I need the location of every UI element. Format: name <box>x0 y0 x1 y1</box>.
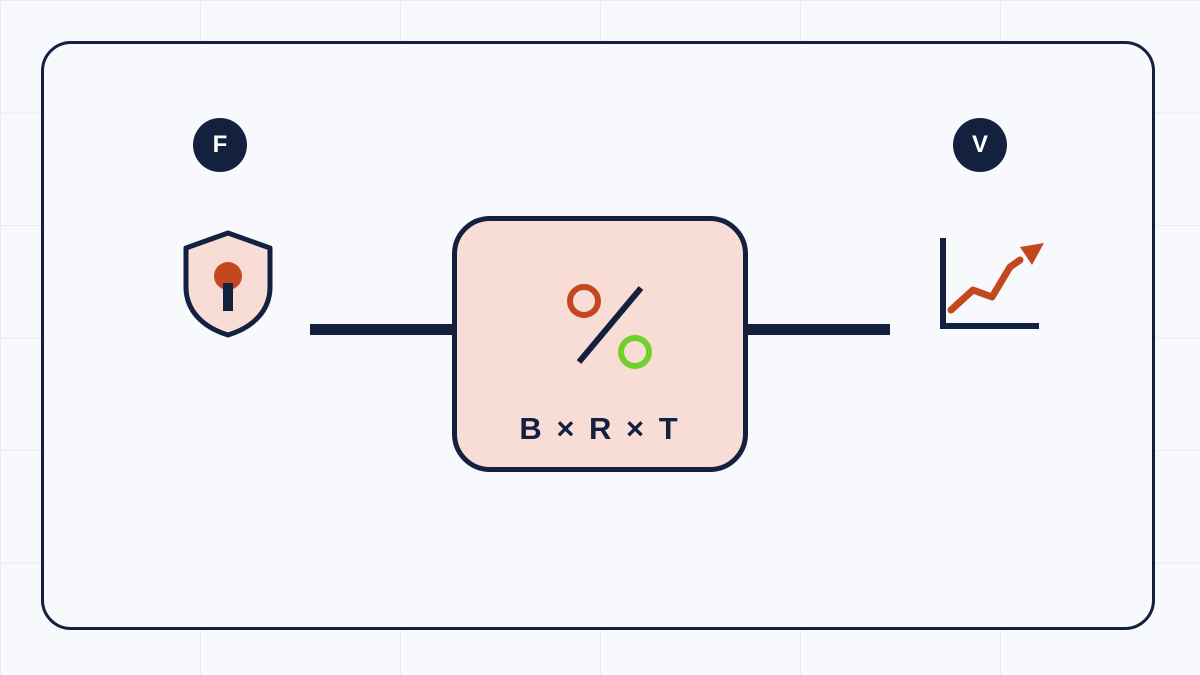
formula-label: B × R × T <box>519 411 681 446</box>
output-badge: V <box>953 118 1007 172</box>
output-connector <box>744 324 890 335</box>
input-badge: F <box>193 118 247 172</box>
process-node: B × R × T <box>452 216 748 472</box>
input-connector <box>310 324 458 335</box>
shield-keyhole-icon <box>183 230 273 338</box>
growth-chart-icon <box>940 238 1044 329</box>
percent-icon <box>567 284 652 369</box>
